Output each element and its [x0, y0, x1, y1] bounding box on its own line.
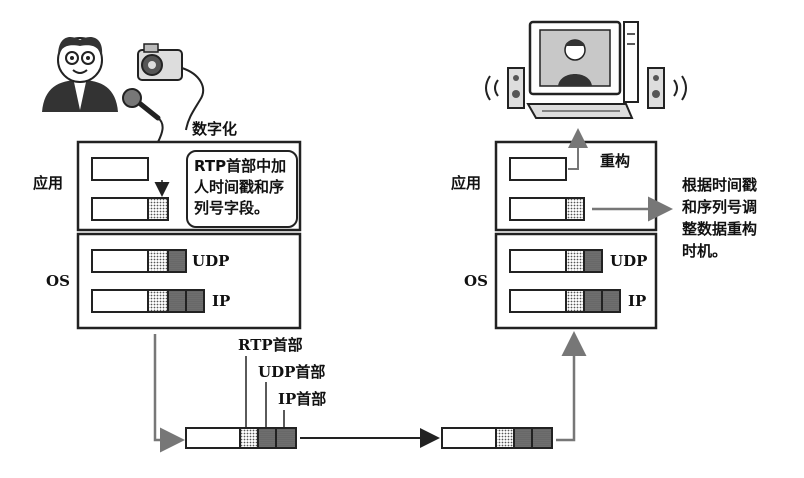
receiver-app-label: 应用 [451, 174, 482, 192]
packet-data [185, 427, 241, 449]
sender-app-data-block [91, 157, 149, 181]
sender-udp-hdr [167, 249, 187, 273]
microphone-icon [122, 88, 164, 143]
receiver-udp-data [509, 249, 567, 273]
note-line-3: 整数据重构 [682, 220, 758, 238]
packet-udp-header-received [513, 427, 533, 449]
receiver-ip-label: IP [628, 292, 647, 310]
rtp-callout: RTP首部中加 人时间戳和序 列号字段。 [186, 150, 298, 228]
callout-line-2: 人时间戳和序 [194, 178, 285, 196]
receiver-rtp-header [565, 197, 585, 221]
reconstruct-label: 重构 [600, 152, 631, 170]
sender-os-layer [76, 232, 302, 330]
note-line-4: 时机。 [682, 242, 728, 260]
speaker-icon-right [647, 67, 687, 109]
receiver-os-layer [494, 232, 658, 330]
reconstruct-arrow [568, 128, 588, 170]
packet-ip-header [275, 427, 297, 449]
send-path-arrow [153, 334, 185, 453]
sender-udp-data [91, 249, 149, 273]
computer-monitor-icon [526, 20, 639, 119]
sender-ip-label: IP [212, 292, 231, 310]
sender-rtp-header [147, 197, 169, 221]
udp-header-label: UDP首部 [258, 363, 326, 381]
receiver-app-data-block [509, 157, 567, 181]
ip-header-label: IP首部 [278, 390, 327, 408]
timing-note: 根据时间戳 和序列号调 整数据重构 时机。 [682, 174, 792, 262]
receiver-udp-hdr [583, 249, 603, 273]
packet-rtp-header-received [495, 427, 515, 449]
person-icon [42, 37, 118, 112]
callout-line-3: 列号字段。 [194, 199, 270, 217]
sender-os-label: OS [46, 272, 70, 290]
sender-ip-hdr [185, 289, 205, 313]
receive-path-arrow [556, 331, 587, 442]
packet-ip-header-received [531, 427, 553, 449]
sender-ip-rtp-hdr [147, 289, 169, 313]
receiver-ip-data [509, 289, 567, 313]
video-camera-icon [137, 43, 205, 131]
receiver-udp-label: UDP [610, 252, 648, 270]
callout-line-1: RTP首部中加 [194, 157, 287, 175]
sender-app-label: 应用 [33, 174, 64, 192]
digitize-label: 数字化 [192, 120, 238, 138]
receiver-ip-udp-hdr [583, 289, 603, 313]
sender-udp-label: UDP [192, 252, 230, 270]
packet-rtp-header [239, 427, 259, 449]
sender-app-data-block-2 [91, 197, 149, 221]
packet-data-received [441, 427, 497, 449]
receiver-udp-rtp-hdr [565, 249, 585, 273]
receiver-app-data-block-2 [509, 197, 567, 221]
rtp-header-label: RTP首部 [238, 336, 303, 354]
sender-ip-udp-hdr [167, 289, 187, 313]
sender-udp-rtp-hdr [147, 249, 169, 273]
note-line-2: 和序列号调 [682, 198, 758, 216]
note-line-1: 根据时间戳 [682, 176, 758, 194]
receiver-os-label: OS [464, 272, 488, 290]
speaker-icon [485, 67, 525, 109]
sender-ip-data [91, 289, 149, 313]
packet-udp-header [257, 427, 277, 449]
receiver-ip-hdr [601, 289, 621, 313]
receiver-ip-rtp-hdr [565, 289, 585, 313]
